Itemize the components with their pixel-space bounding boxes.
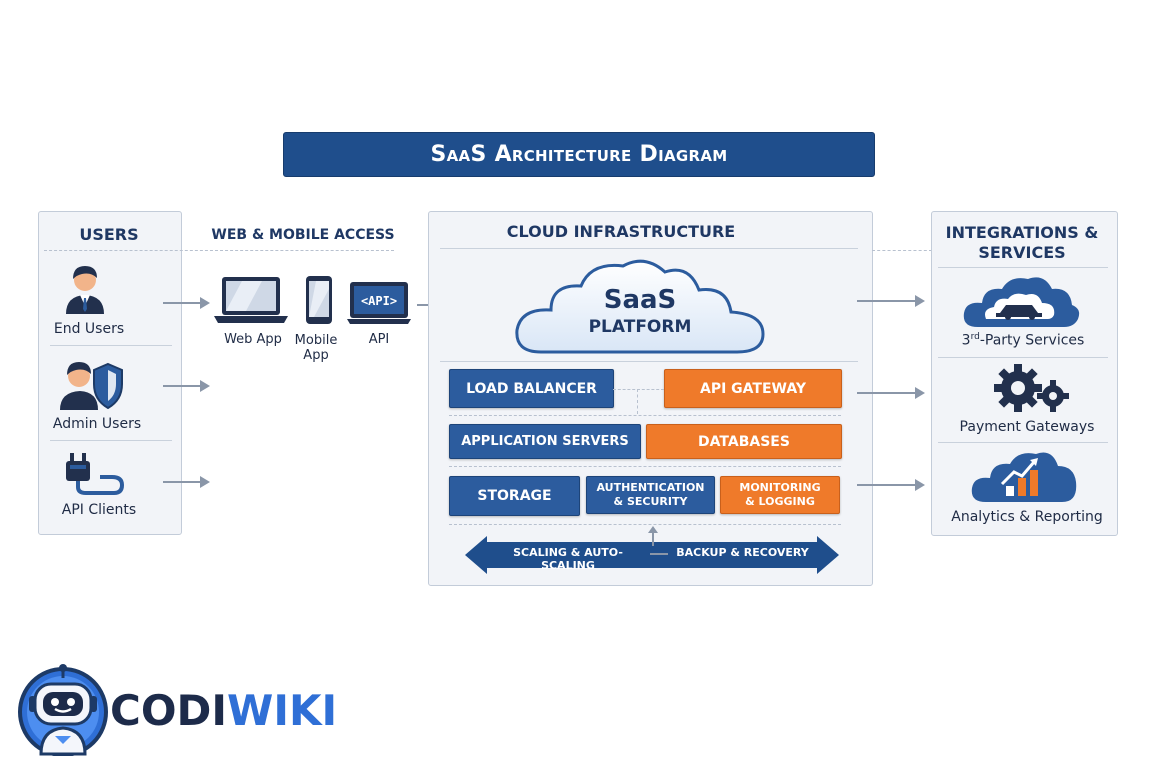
access-item-mobile-app: Mobile App xyxy=(294,333,338,363)
row-divider-1 xyxy=(449,415,841,416)
backup-label: BACKUP & RECOVERY xyxy=(676,546,809,559)
cloud-header-divider xyxy=(440,248,858,249)
arrow-cloud-to-third-party xyxy=(857,295,925,307)
integrations-divider-1 xyxy=(938,357,1108,358)
integrations-divider-2 xyxy=(938,442,1108,443)
integrations-item-payment-gateways: Payment Gateways xyxy=(959,419,1095,435)
databases-box: DATABASES xyxy=(646,424,842,459)
users-divider xyxy=(44,250,394,251)
access-item-web-app: Web App xyxy=(224,332,282,347)
scaling-backup-banner xyxy=(465,536,839,574)
up-arrow-to-auth xyxy=(648,526,658,546)
integrations-header-divider xyxy=(938,267,1108,268)
third-party-label-base: 3 xyxy=(961,332,971,349)
diagram-title: SaaS Architecture Diagram xyxy=(283,132,875,177)
cloud-car-icon xyxy=(960,273,1082,329)
saas-platform-title: SaaS xyxy=(603,285,677,315)
codiwiki-robot-logo xyxy=(15,664,111,757)
access-item-api: API xyxy=(368,332,390,347)
arrow-cloud-to-analytics xyxy=(857,479,925,491)
users-divider-2 xyxy=(50,440,172,441)
lb-gateway-link xyxy=(613,389,664,390)
authentication-security-box: AUTHENTICATION & SECURITY xyxy=(586,476,715,514)
row-divider-2 xyxy=(449,466,841,467)
integrations-header: INTEGRATIONS & SERVICES xyxy=(945,223,1099,262)
arrow-end-users xyxy=(163,297,210,309)
lb-gateway-vertical-dash xyxy=(637,389,638,414)
gears-icon xyxy=(990,362,1072,416)
cloud-chart-icon xyxy=(970,448,1078,504)
api-screen-icon xyxy=(346,281,412,325)
users-item-admin-users: Admin Users xyxy=(52,416,142,432)
access-header: WEB & MOBILE ACCESS xyxy=(211,227,395,243)
admin-shield-icon xyxy=(58,356,128,412)
codiwiki-wordmark-part2: WIKI xyxy=(227,686,338,735)
codiwiki-wordmark: CODIWIKI xyxy=(110,686,337,735)
saas-platform-subtitle: PLATFORM xyxy=(588,317,692,337)
integrations-item-third-party: 3rd-Party Services xyxy=(938,332,1108,349)
scaling-label: SCALING & AUTO-SCALING xyxy=(513,546,623,572)
third-party-label-rest: -Party Services xyxy=(979,332,1085,349)
cloud-header: CLOUD INFRASTRUCTURE xyxy=(506,222,736,241)
integrations-item-analytics: Analytics & Reporting xyxy=(951,509,1103,525)
users-header: USERS xyxy=(79,225,139,244)
codiwiki-wordmark-part1: CODI xyxy=(110,686,228,735)
phone-icon xyxy=(304,275,334,325)
api-screen-text: <API> xyxy=(360,294,398,308)
cloud-to-integrations-dash xyxy=(872,250,932,251)
cloud-platform-divider xyxy=(440,361,858,362)
load-balancer-box: LOAD BALANCER xyxy=(449,369,614,408)
api-gateway-box: API GATEWAY xyxy=(664,369,842,408)
arrow-cloud-to-payment xyxy=(857,387,925,399)
laptop-icon xyxy=(212,275,290,325)
application-servers-box: APPLICATION SERVERS xyxy=(449,424,641,459)
scaling-to-backup-arrow xyxy=(650,553,668,555)
users-item-end-users: End Users xyxy=(53,321,125,337)
user-icon xyxy=(60,262,110,316)
arrow-api-clients xyxy=(163,476,210,488)
third-party-label-sup: rd xyxy=(970,332,980,342)
monitoring-logging-box: MONITORING & LOGGING xyxy=(720,476,840,514)
row-divider-3 xyxy=(449,524,841,525)
arrow-admin-users xyxy=(163,380,210,392)
users-divider-1 xyxy=(50,345,172,346)
users-item-api-clients: API Clients xyxy=(61,502,137,518)
storage-box: STORAGE xyxy=(449,476,580,516)
saas-cloud-icon xyxy=(513,256,768,358)
plug-icon xyxy=(64,451,128,497)
